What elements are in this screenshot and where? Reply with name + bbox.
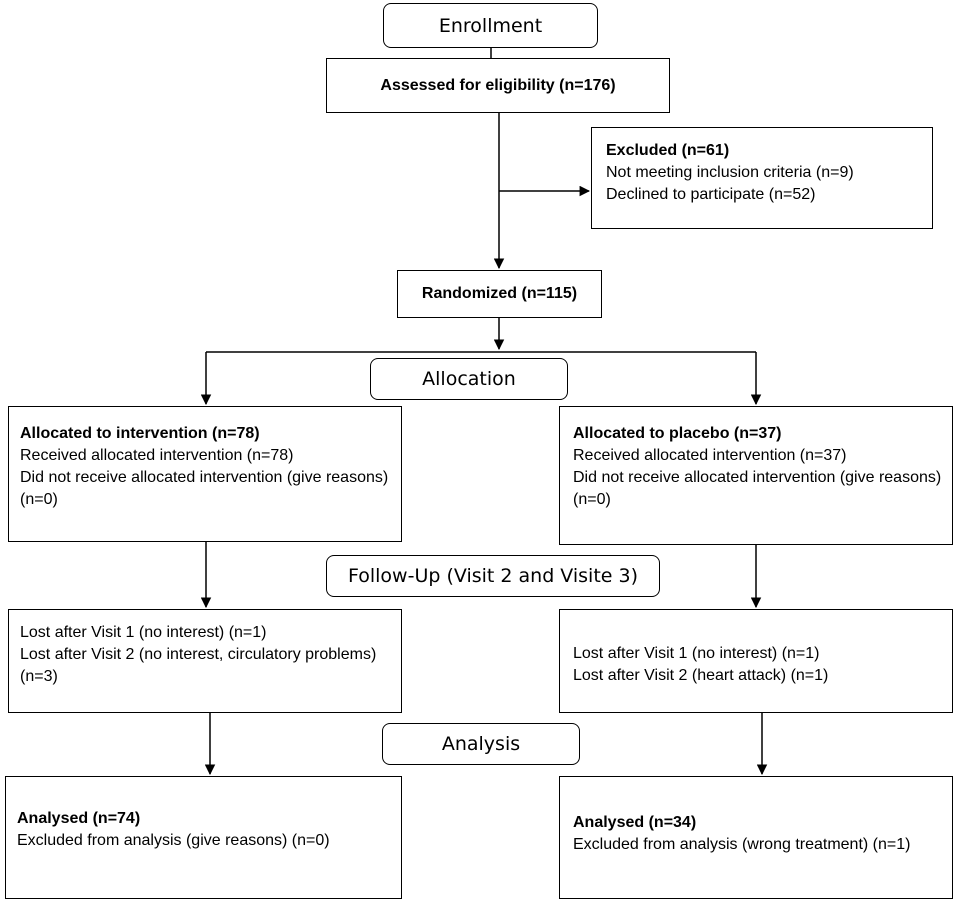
stage-analysis: Analysis bbox=[382, 723, 580, 765]
followup-placebo-box: Lost after Visit 1 (no interest) (n=1) L… bbox=[559, 609, 953, 713]
stage-allocation: Allocation bbox=[370, 358, 568, 400]
excluded-reason: Declined to participate (n=52) bbox=[606, 186, 816, 203]
alloc-intervention-detail: Did not receive allocated intervention (… bbox=[20, 469, 389, 508]
stage-enrollment-label: Enrollment bbox=[438, 14, 543, 37]
analysis-placebo-heading: Analysed (n=34) bbox=[573, 814, 697, 831]
alloc-intervention-heading: Allocated to intervention (n=78) bbox=[20, 425, 260, 442]
followup-intervention-detail: Lost after Visit 1 (no interest) (n=1) bbox=[20, 624, 267, 641]
assessed-label: Assessed for eligibility (n=176) bbox=[380, 76, 616, 94]
excluded-box: Excluded (n=61) Not meeting inclusion cr… bbox=[591, 127, 933, 229]
analysis-placebo-detail: Excluded from analysis (wrong treatment)… bbox=[573, 836, 911, 853]
excluded-heading: Excluded (n=61) bbox=[606, 142, 730, 159]
alloc-placebo-heading: Allocated to placebo (n=37) bbox=[573, 425, 782, 442]
randomized-box: Randomized (n=115) bbox=[397, 270, 602, 318]
alloc-intervention-box: Allocated to intervention (n=78) Receive… bbox=[8, 406, 402, 542]
stage-enrollment: Enrollment bbox=[383, 3, 598, 48]
alloc-placebo-box: Allocated to placebo (n=37) Received all… bbox=[559, 406, 953, 545]
alloc-placebo-detail: Received allocated intervention (n=37) bbox=[573, 447, 847, 464]
followup-intervention-detail: Lost after Visit 2 (no interest, circula… bbox=[20, 646, 377, 685]
excluded-reason: Not meeting inclusion criteria (n=9) bbox=[606, 164, 854, 181]
analysis-intervention-heading: Analysed (n=74) bbox=[17, 810, 141, 827]
randomized-label: Randomized (n=115) bbox=[421, 285, 578, 302]
stage-follow-up: Follow-Up (Visit 2 and Visite 3) bbox=[326, 555, 660, 597]
assessed-box: Assessed for eligibility (n=176) bbox=[326, 58, 670, 113]
followup-placebo-detail: Lost after Visit 2 (heart attack) (n=1) bbox=[573, 667, 829, 684]
analysis-placebo-box: Analysed (n=34) Excluded from analysis (… bbox=[559, 776, 953, 899]
stage-allocation-label: Allocation bbox=[422, 368, 516, 390]
alloc-intervention-detail: Received allocated intervention (n=78) bbox=[20, 447, 294, 464]
alloc-placebo-detail: Did not receive allocated intervention (… bbox=[573, 469, 942, 508]
stage-analysis-label: Analysis bbox=[441, 733, 521, 755]
followup-placebo-detail: Lost after Visit 1 (no interest) (n=1) bbox=[573, 645, 820, 662]
analysis-intervention-box: Analysed (n=74) Excluded from analysis (… bbox=[5, 776, 402, 899]
stage-follow-up-label: Follow-Up (Visit 2 and Visite 3) bbox=[347, 565, 639, 587]
followup-intervention-box: Lost after Visit 1 (no interest) (n=1) L… bbox=[8, 609, 402, 713]
analysis-intervention-detail: Excluded from analysis (give reasons) (n… bbox=[17, 832, 330, 849]
